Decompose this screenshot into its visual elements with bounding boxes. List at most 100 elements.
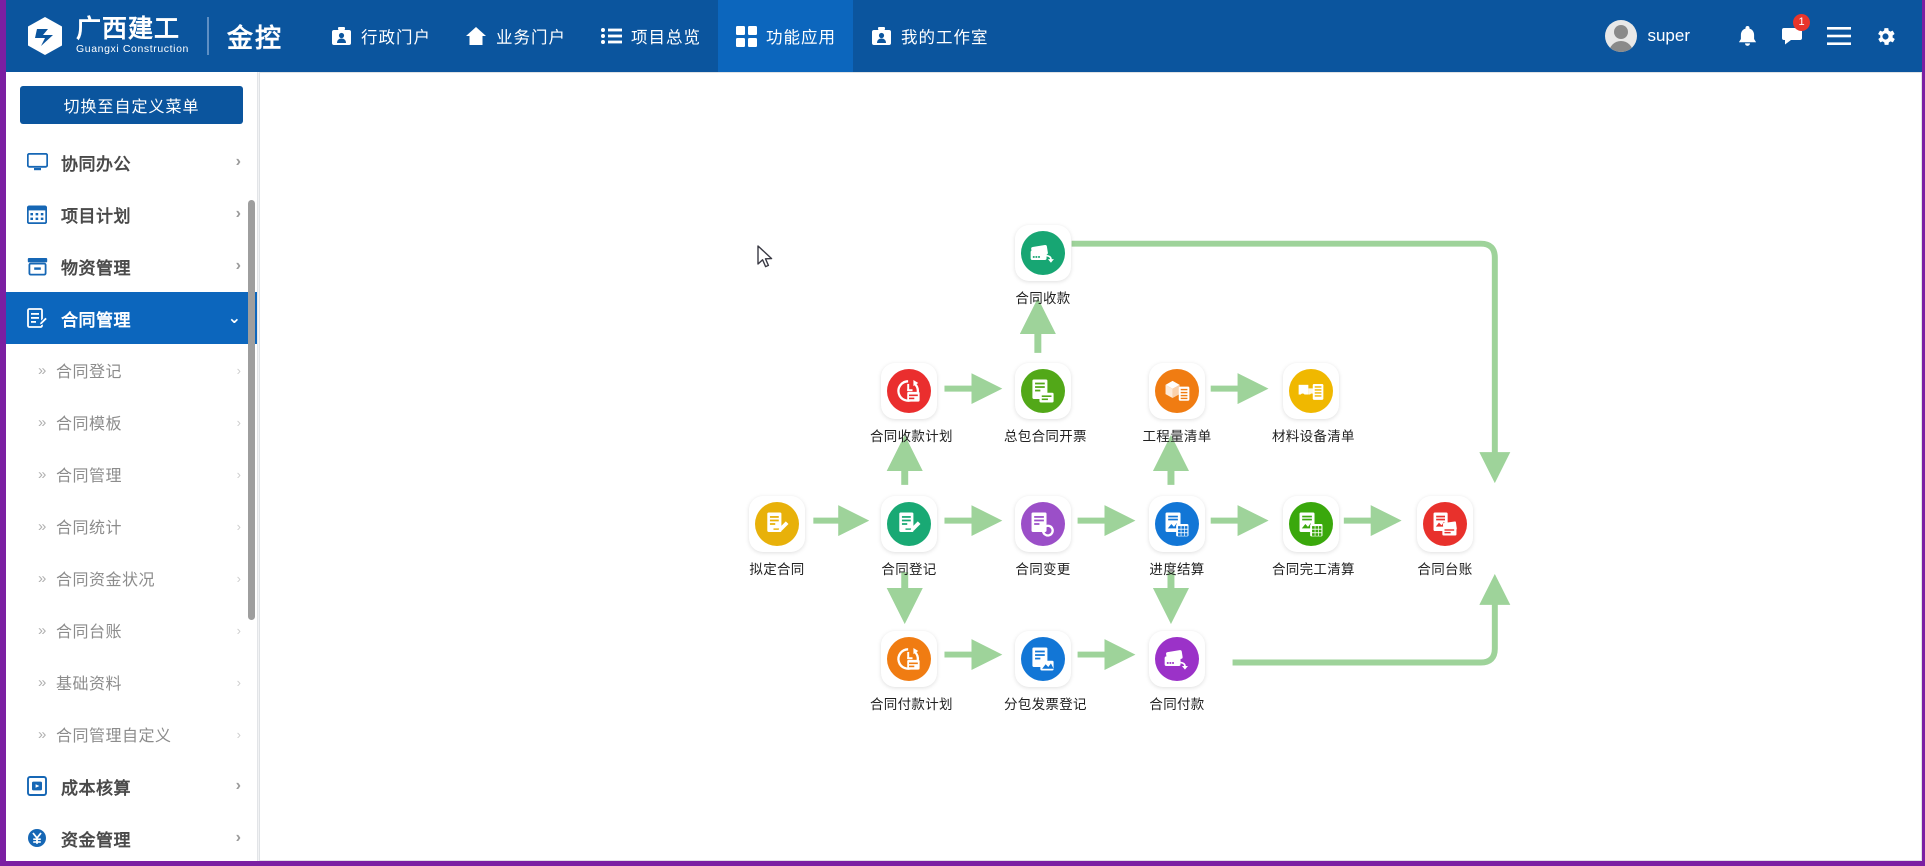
sidebar-item-xiangmujihua[interactable]: 项目计划 › bbox=[6, 188, 257, 240]
flow-node-tile[interactable] bbox=[1149, 496, 1205, 552]
flow-node-label: 总包合同开票 bbox=[1004, 429, 1087, 444]
flow-node-tile[interactable] bbox=[1149, 363, 1205, 419]
sidebar-subitem-hetongmuban[interactable]: » 合同模板 › bbox=[6, 396, 257, 448]
flow-node-tile[interactable] bbox=[1417, 496, 1473, 552]
flow-node-ht_dj[interactable]: 合同登记 bbox=[870, 496, 948, 578]
sidebar-subitem-hetongtaizhang[interactable]: » 合同台账 › bbox=[6, 604, 257, 656]
flow-node-ht_bg[interactable]: 合同变更 bbox=[1004, 496, 1082, 578]
flow-node-tile[interactable] bbox=[1149, 631, 1205, 687]
sidebar-subitem-hetongdengji[interactable]: » 合同登记 › bbox=[6, 344, 257, 396]
doc-refresh-icon bbox=[1021, 502, 1065, 546]
flow-node-tile[interactable] bbox=[1015, 363, 1071, 419]
sidebar-item-label: 资金管理 bbox=[61, 830, 131, 850]
truck-list-icon bbox=[1289, 369, 1333, 413]
flow-node-ht_sk[interactable]: 合同收款 bbox=[1004, 225, 1082, 307]
flow-node-tile[interactable] bbox=[881, 363, 937, 419]
sidebar-subitem-jichuziliao[interactable]: » 基础资料 › bbox=[6, 656, 257, 708]
flow-node-ht_skjh[interactable]: 合同收款计划 bbox=[870, 363, 953, 445]
flow-node-ht_tz[interactable]: 合同台账 bbox=[1406, 496, 1484, 578]
grid-icon bbox=[735, 25, 757, 47]
flow-node-tile[interactable] bbox=[1283, 363, 1339, 419]
bullet-icon: » bbox=[38, 569, 47, 587]
sidebar-subitem-hetongtongji[interactable]: » 合同统计 › bbox=[6, 500, 257, 552]
sidebar-subitem-label: 合同登记 bbox=[56, 364, 123, 381]
flow-node-jd_js[interactable]: 进度结算 bbox=[1138, 496, 1216, 578]
sidebar-item-label: 成本核算 bbox=[61, 778, 131, 798]
flow-node-tile[interactable] bbox=[881, 631, 937, 687]
sidebar-scrollbar[interactable] bbox=[248, 200, 255, 620]
message-badge: 1 bbox=[1793, 14, 1810, 31]
doc-pen-icon bbox=[887, 502, 931, 546]
sidebar-item-zijinguanli[interactable]: 资金管理 › bbox=[6, 812, 257, 861]
nav-item-gongneng[interactable]: 功能应用 bbox=[718, 0, 853, 72]
contract-icon bbox=[26, 307, 48, 329]
sidebar-item-hetongguanli[interactable]: 合同管理 ⌄ bbox=[6, 292, 257, 344]
flow-node-label: 进度结算 bbox=[1149, 562, 1205, 577]
header-right: super 1 bbox=[1605, 0, 1908, 72]
nav-item-yewu[interactable]: 业务门户 bbox=[448, 0, 583, 72]
flow-edge bbox=[1232, 573, 1511, 666]
sidebar-item-wuzi[interactable]: 物资管理 › bbox=[6, 240, 257, 292]
sidebar: 切换至自定义菜单 协同办公 › 项目计划 › 物资管理 bbox=[6, 72, 258, 861]
flow-node-gcl_qd[interactable]: 工程量清单 bbox=[1138, 363, 1216, 445]
nav-item-xiangmu[interactable]: 项目总览 bbox=[583, 0, 718, 72]
flow-connectors bbox=[813, 240, 1511, 671]
briefcase-portrait-icon bbox=[330, 25, 352, 47]
flow-node-zb_kp[interactable]: 总包合同开票 bbox=[1004, 363, 1087, 445]
brand: 广西建工 Guangxi Construction 金控 bbox=[6, 15, 283, 57]
sidebar-item-chengbenhesuan[interactable]: 成本核算 › bbox=[6, 760, 257, 812]
archive-icon bbox=[26, 255, 48, 277]
chevron-right-icon: › bbox=[236, 674, 241, 690]
flow-node-tile[interactable] bbox=[1283, 496, 1339, 552]
gear-icon[interactable] bbox=[1862, 0, 1908, 72]
flow-node-clsb_qd[interactable]: 材料设备清单 bbox=[1272, 363, 1355, 445]
flow-node-fb_fpdj[interactable]: 分包发票登记 bbox=[1004, 631, 1087, 713]
flow-node-ht_wgqs[interactable]: 合同完工清算 bbox=[1272, 496, 1355, 578]
flow-node-label: 分包发票登记 bbox=[1004, 697, 1087, 712]
flow-node-label: 合同付款 bbox=[1149, 697, 1205, 712]
bullet-icon: » bbox=[38, 517, 47, 535]
flow-node-tile[interactable] bbox=[1015, 225, 1071, 281]
top-nav: 行政门户 业务门户 项目总览 功能应用 bbox=[313, 0, 1006, 72]
flow-node-ht_fk[interactable]: 合同付款 bbox=[1138, 631, 1216, 713]
hamburger-icon[interactable] bbox=[1816, 0, 1862, 72]
calendar-icon bbox=[26, 203, 48, 225]
flow-node-ht_fkjh[interactable]: 合同付款计划 bbox=[870, 631, 953, 713]
content-panel: 合同收款合同收款计划总包合同开票 工程量清单材料设备清单拟定合同合同登记合同变更进… bbox=[259, 72, 1922, 861]
nav-item-xingzheng[interactable]: 行政门户 bbox=[313, 0, 448, 72]
doc-invoice-icon bbox=[1021, 369, 1065, 413]
bell-icon[interactable] bbox=[1724, 0, 1770, 72]
nav-item-label: 功能应用 bbox=[766, 29, 836, 47]
doc-invoice2-icon bbox=[1021, 637, 1065, 681]
sidebar-subitem-label: 合同台账 bbox=[56, 624, 123, 641]
doc-ledger-icon bbox=[1423, 502, 1467, 546]
clock-invoice-icon bbox=[887, 369, 931, 413]
sidebar-subitem-label: 合同管理自定义 bbox=[56, 728, 172, 745]
flow-node-nd_ht[interactable]: 拟定合同 bbox=[738, 496, 816, 578]
sidebar-subitem-label: 基础资料 bbox=[56, 676, 123, 693]
nav-item-gongzuoshi[interactable]: 我的工作室 bbox=[853, 0, 1006, 72]
brand-name-cn: 广西建工 bbox=[76, 15, 181, 43]
sidebar-subitem-hetongzijinzhuangkuang[interactable]: » 合同资金状况 › bbox=[6, 552, 257, 604]
flow-node-label: 合同台账 bbox=[1417, 562, 1473, 577]
sidebar-subitem-hetongguanli[interactable]: » 合同管理 › bbox=[6, 448, 257, 500]
flow-node-label: 合同付款计划 bbox=[870, 697, 953, 712]
nav-item-label: 我的工作室 bbox=[901, 29, 989, 47]
sidebar-item-xietong[interactable]: 协同办公 › bbox=[6, 136, 257, 188]
flow-node-tile[interactable] bbox=[1015, 631, 1071, 687]
sidebar-subitem-hetongguanlizidingyi[interactable]: » 合同管理自定义 › bbox=[6, 708, 257, 760]
flow-node-tile[interactable] bbox=[749, 496, 805, 552]
bullet-icon: » bbox=[38, 621, 47, 639]
doc-calc-icon bbox=[1155, 502, 1199, 546]
yuan-icon bbox=[26, 827, 48, 849]
user-name[interactable]: super bbox=[1647, 26, 1690, 45]
list-icon bbox=[600, 25, 622, 47]
chevron-right-icon: › bbox=[236, 362, 241, 378]
message-icon[interactable]: 1 bbox=[1770, 0, 1816, 72]
switch-custom-menu-button[interactable]: 切换至自定义菜单 bbox=[20, 86, 243, 124]
flow-node-tile[interactable] bbox=[1015, 496, 1071, 552]
sidebar-item-label: 项目计划 bbox=[61, 206, 131, 226]
flow-node-tile[interactable] bbox=[881, 496, 937, 552]
avatar[interactable] bbox=[1605, 20, 1638, 52]
